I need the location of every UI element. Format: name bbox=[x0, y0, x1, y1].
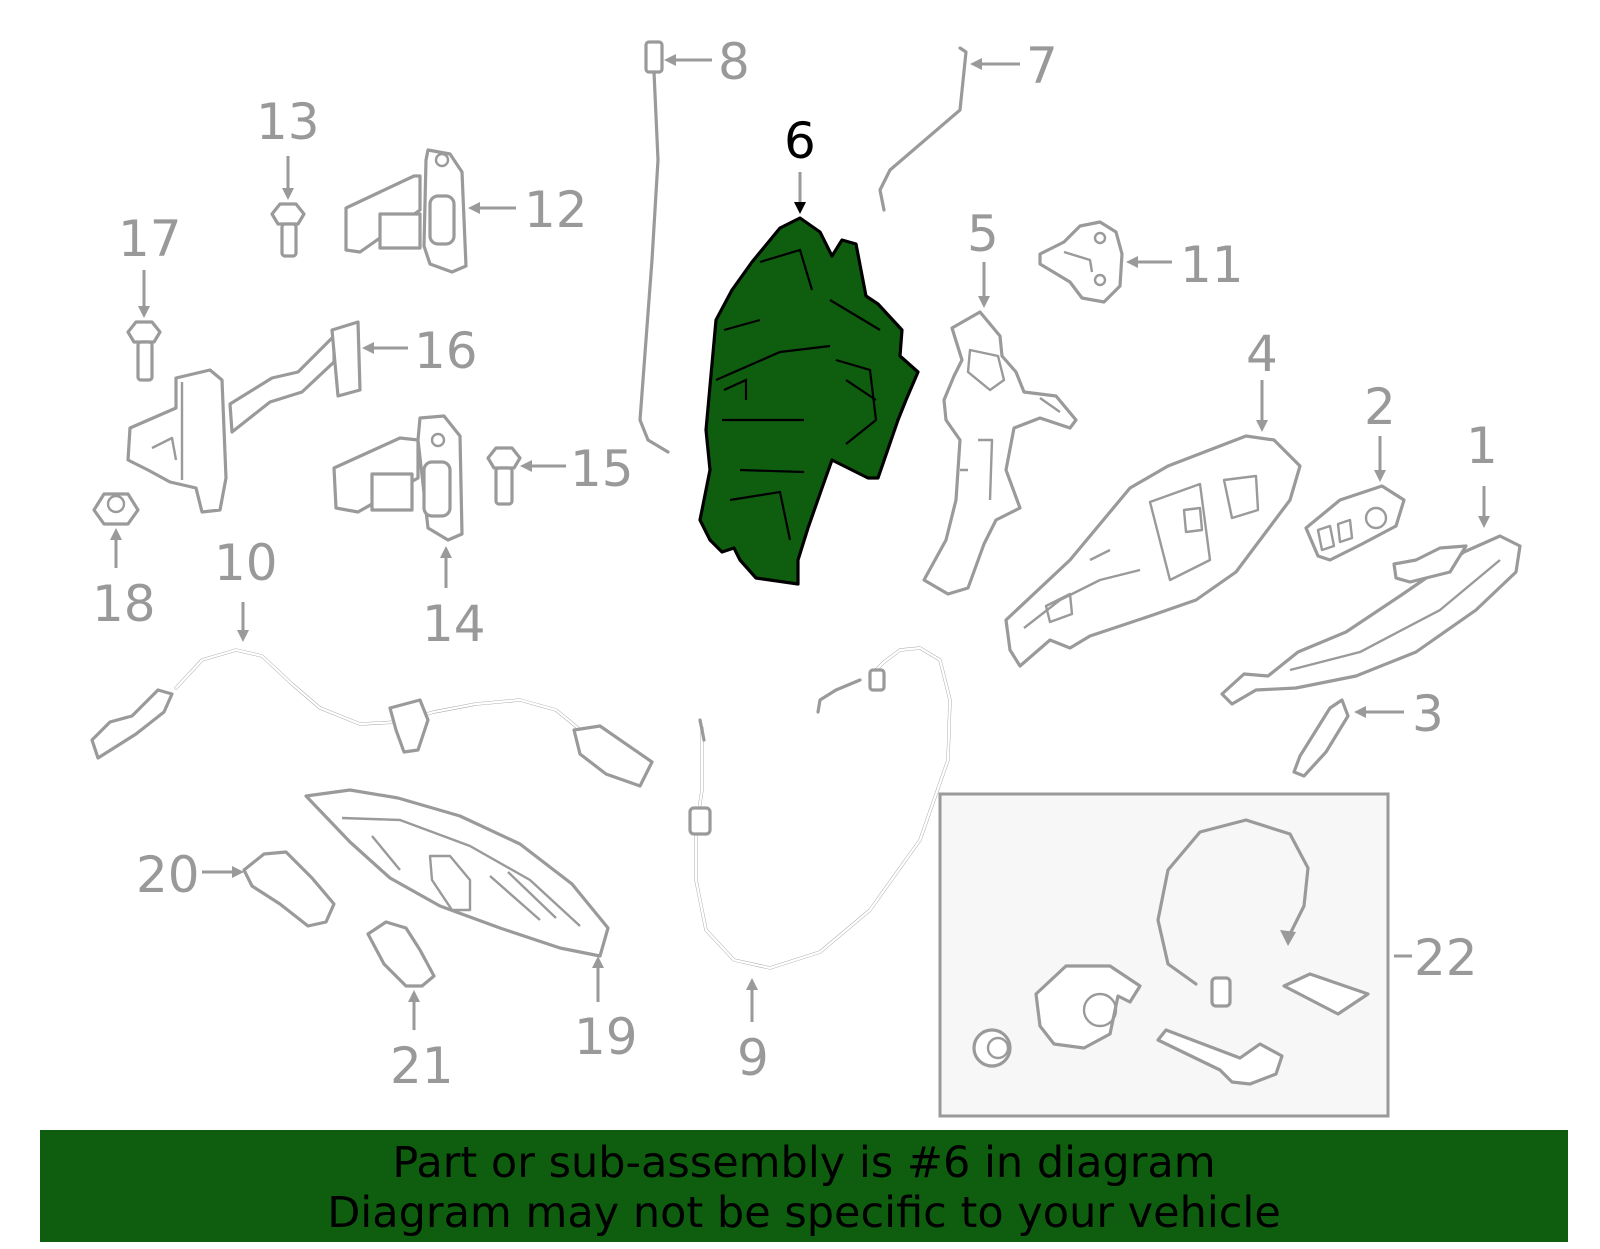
part-10-cable[interactable] bbox=[90, 648, 654, 788]
part-19-inside-handle[interactable] bbox=[304, 788, 610, 958]
callout-12[interactable]: 12 bbox=[524, 181, 588, 239]
part-14-hinge[interactable] bbox=[332, 414, 464, 542]
arrow-20 bbox=[232, 866, 244, 878]
callout-15[interactable]: 15 bbox=[570, 440, 634, 498]
part-21-cap[interactable] bbox=[366, 920, 436, 988]
arrow-3 bbox=[1354, 706, 1366, 718]
part-22-lock-kit[interactable] bbox=[938, 792, 1390, 1118]
callout-16[interactable]: 16 bbox=[414, 322, 478, 380]
arrow-12 bbox=[468, 202, 480, 214]
part-5-bracket[interactable] bbox=[922, 310, 1078, 596]
arrow-19 bbox=[592, 956, 604, 968]
arrow-5 bbox=[978, 296, 990, 308]
arrow-9 bbox=[746, 978, 758, 990]
callout-19[interactable]: 19 bbox=[574, 1008, 638, 1066]
part-11-striker[interactable] bbox=[1038, 220, 1124, 304]
callout-2[interactable]: 2 bbox=[1364, 378, 1396, 436]
callout-18[interactable]: 18 bbox=[92, 575, 156, 633]
arrow-1 bbox=[1478, 516, 1490, 528]
callout-21[interactable]: 21 bbox=[390, 1037, 454, 1095]
part-6-door-latch[interactable] bbox=[698, 216, 920, 586]
arrow-21 bbox=[408, 990, 420, 1002]
banner-line-2: Diagram may not be specific to your vehi… bbox=[327, 1188, 1281, 1238]
callout-10[interactable]: 10 bbox=[214, 534, 278, 592]
arrow-7 bbox=[970, 58, 982, 70]
part-7-rod[interactable] bbox=[878, 46, 968, 212]
part-13-bolt[interactable] bbox=[270, 202, 306, 258]
arrow-4 bbox=[1256, 420, 1268, 432]
arrow-11 bbox=[1126, 256, 1138, 268]
part-22-box bbox=[938, 792, 1390, 1118]
arrow-6 bbox=[794, 202, 806, 214]
part-17-bolt[interactable] bbox=[126, 320, 162, 382]
callout-3[interactable]: 3 bbox=[1412, 685, 1444, 743]
callout-20[interactable]: 20 bbox=[136, 846, 200, 904]
part-20-cover[interactable] bbox=[242, 850, 336, 928]
part-22-arrow bbox=[1280, 930, 1296, 946]
arrow-10 bbox=[237, 630, 249, 642]
part-15-bolt[interactable] bbox=[486, 446, 522, 506]
part-12-hinge[interactable] bbox=[344, 148, 468, 274]
arrow-2 bbox=[1374, 470, 1386, 482]
callout-5[interactable]: 5 bbox=[967, 205, 999, 263]
callout-14[interactable]: 14 bbox=[422, 595, 486, 653]
callout-9[interactable]: 9 bbox=[737, 1029, 769, 1087]
part-16-door-check[interactable] bbox=[126, 320, 362, 514]
part-8-rod[interactable] bbox=[638, 40, 670, 454]
part-9-cable[interactable] bbox=[688, 646, 952, 970]
callout-11[interactable]: 11 bbox=[1180, 236, 1244, 294]
banner-line-1: Part or sub-assembly is #6 in diagram bbox=[392, 1138, 1216, 1188]
arrow-16 bbox=[362, 342, 374, 354]
arrow-8 bbox=[664, 54, 676, 66]
part-4-handle-bracket[interactable] bbox=[1004, 434, 1302, 668]
info-banner: Part or sub-assembly is #6 in diagram Di… bbox=[40, 1130, 1568, 1242]
arrow-18 bbox=[110, 528, 122, 540]
arrow-14 bbox=[440, 546, 452, 558]
arrow-17 bbox=[138, 306, 150, 318]
arrow-15 bbox=[520, 460, 532, 472]
callout-13[interactable]: 13 bbox=[256, 93, 320, 151]
callout-6[interactable]: 6 bbox=[784, 112, 816, 170]
callout-7[interactable]: 7 bbox=[1026, 37, 1058, 95]
arrow-13 bbox=[282, 188, 294, 200]
callout-17[interactable]: 17 bbox=[118, 210, 182, 268]
callout-1[interactable]: 1 bbox=[1466, 417, 1498, 475]
callout-22[interactable]: 22 bbox=[1414, 929, 1478, 987]
callout-8[interactable]: 8 bbox=[718, 33, 750, 91]
part-18-nut[interactable] bbox=[92, 492, 140, 526]
part-3-seal[interactable] bbox=[1292, 698, 1350, 778]
part-2-cover[interactable] bbox=[1304, 484, 1406, 562]
callout-4[interactable]: 4 bbox=[1246, 325, 1278, 383]
part-1-outside-handle[interactable] bbox=[1220, 534, 1522, 706]
